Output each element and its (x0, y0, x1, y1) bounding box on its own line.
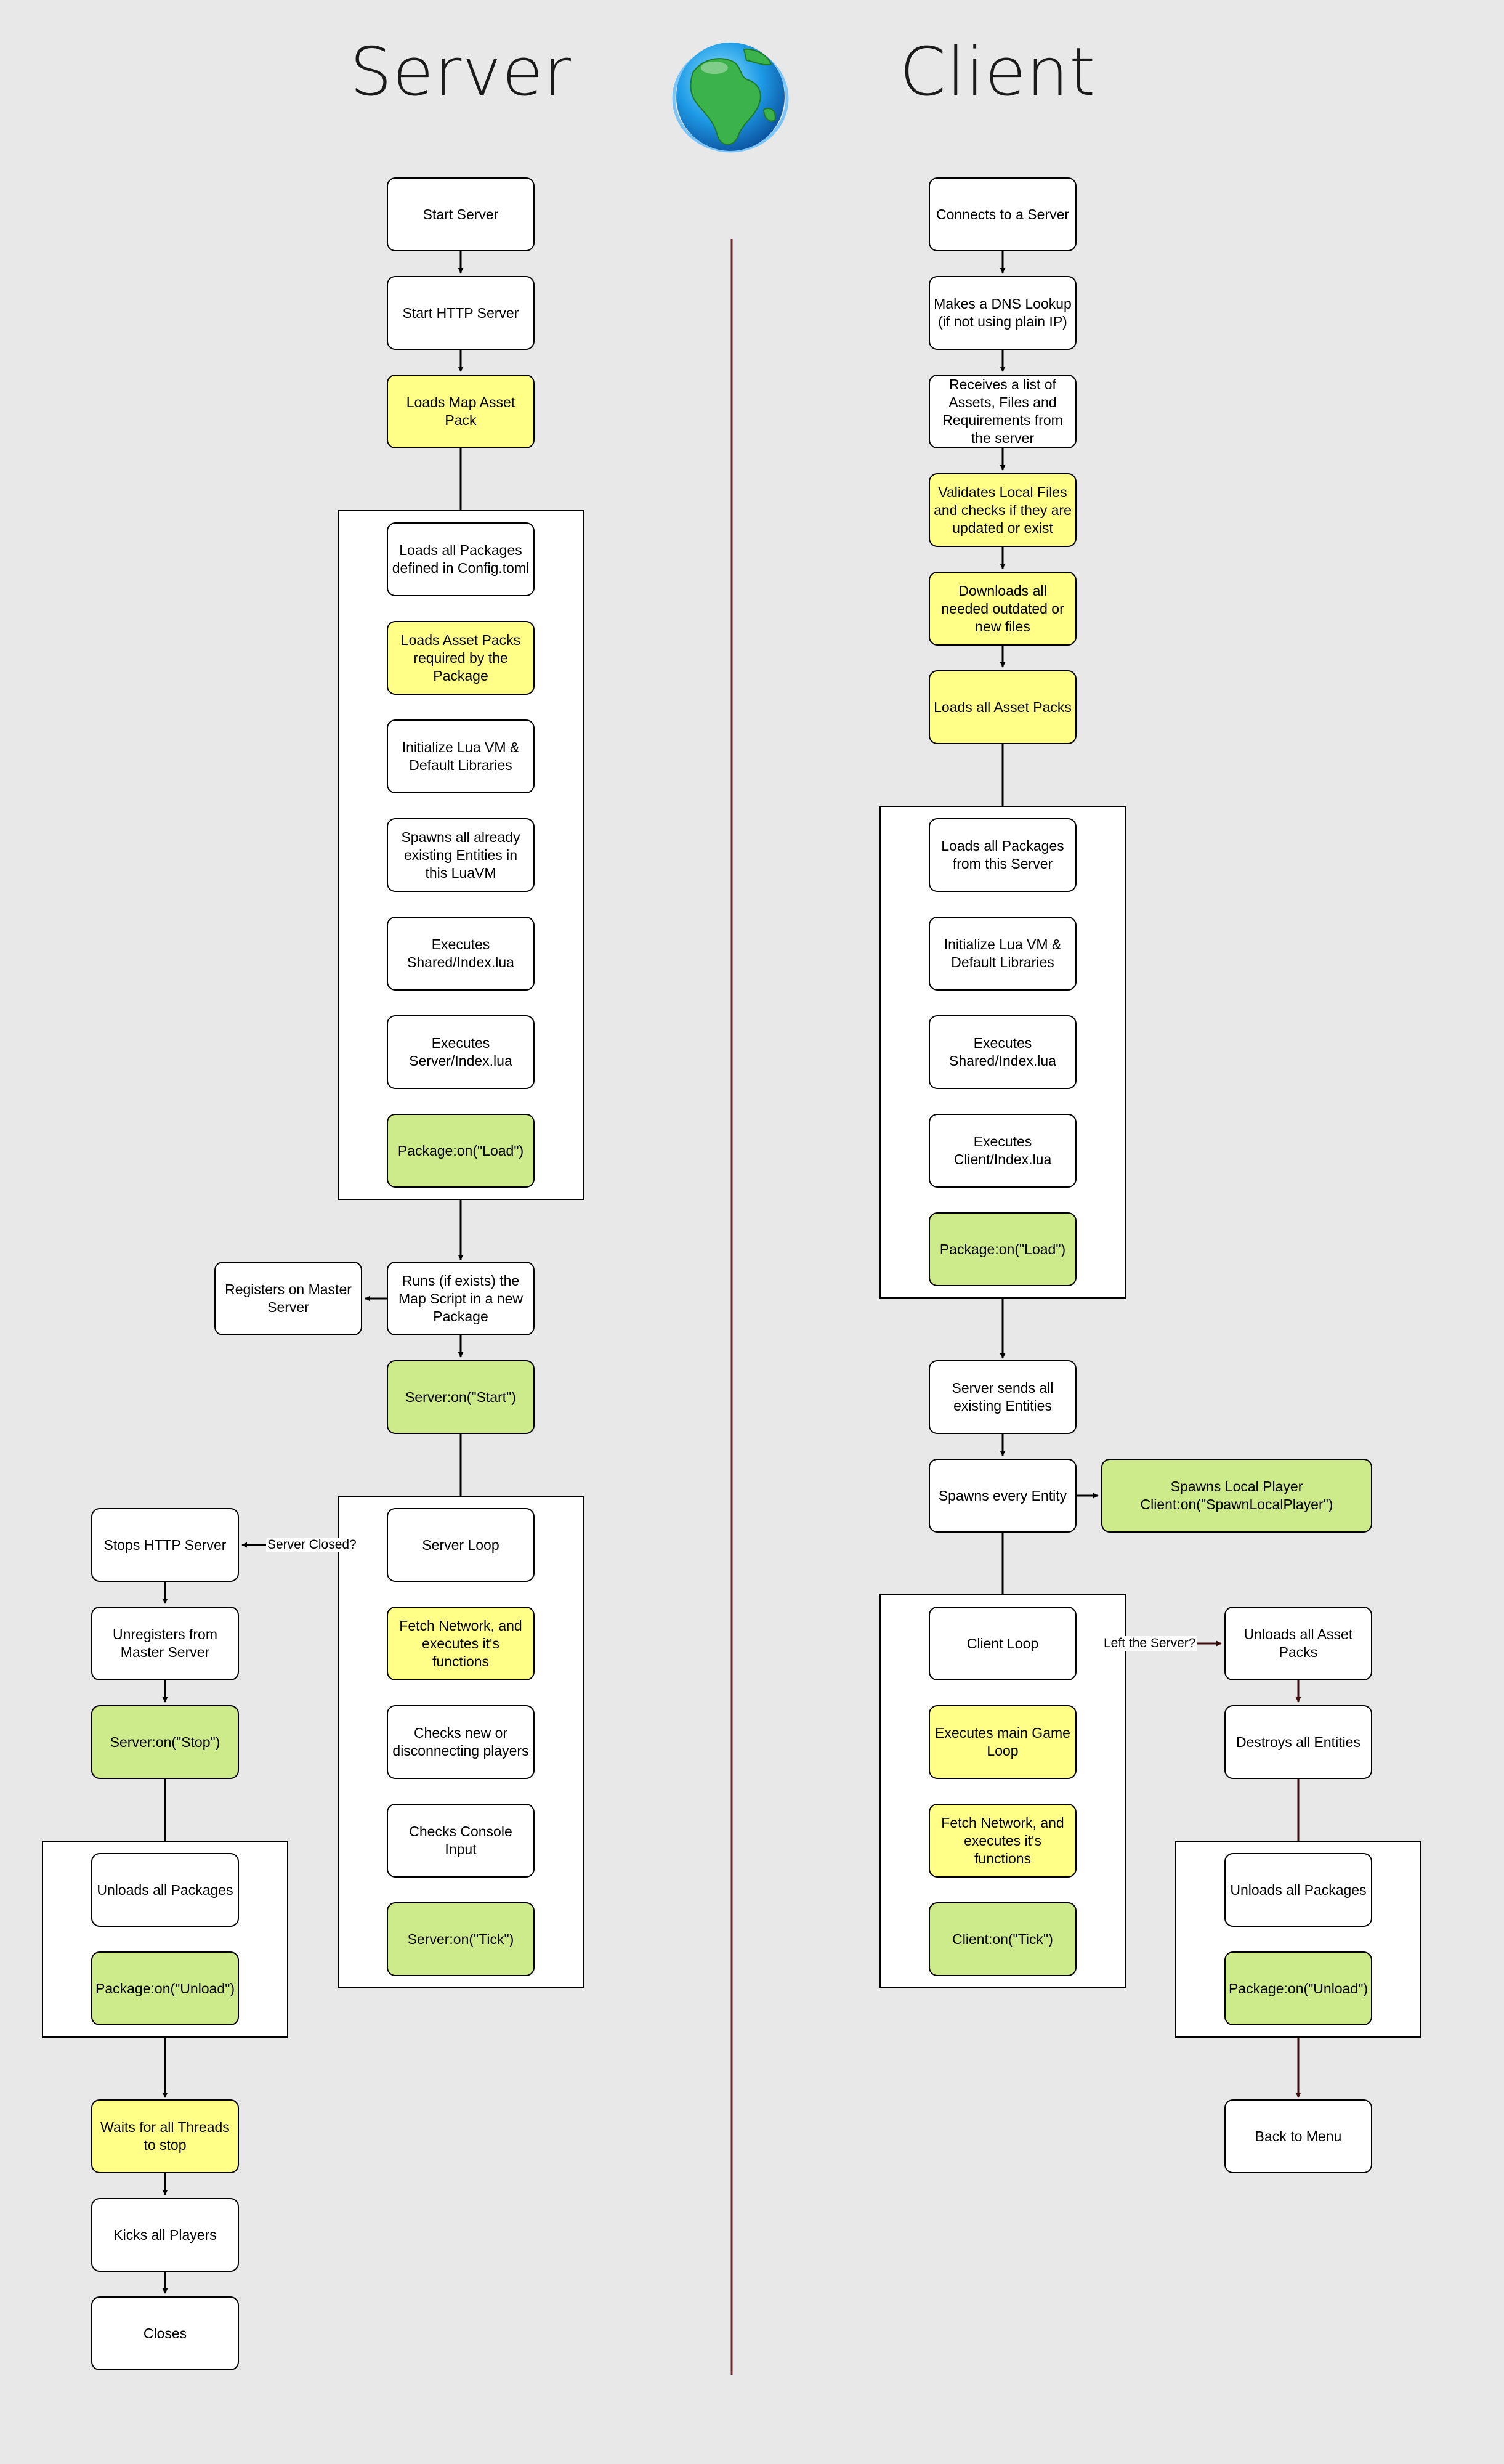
node-waits-for-threads[interactable]: Waits for all Threads to stop (91, 2099, 239, 2173)
node-exec-server-index[interactable]: Executes Server/Index.lua (387, 1015, 535, 1089)
node-closes[interactable]: Closes (91, 2296, 239, 2370)
server-column-title: Server (349, 34, 572, 111)
node-client-package-unload-event[interactable]: Package:on("Unload") (1224, 1951, 1372, 2025)
node-client-package-load-event[interactable]: Package:on("Load") (929, 1212, 1077, 1286)
node-back-to-menu[interactable]: Back to Menu (1224, 2099, 1372, 2173)
node-start-http-server[interactable]: Start HTTP Server (387, 276, 535, 350)
node-client-fetch-network[interactable]: Fetch Network, and executes it's functio… (929, 1804, 1077, 1878)
node-client-tick-event[interactable]: Client:on("Tick") (929, 1902, 1077, 1976)
node-client-loop[interactable]: Client Loop (929, 1607, 1077, 1680)
node-dns-lookup[interactable]: Makes a DNS Lookup (if not using plain I… (929, 276, 1077, 350)
node-server-exec-shared[interactable]: Executes Shared/Index.lua (387, 917, 535, 991)
node-unloads-asset-packs[interactable]: Unloads all Asset Packs (1224, 1607, 1372, 1680)
node-exec-main-game-loop[interactable]: Executes main Game Loop (929, 1705, 1077, 1779)
node-exec-client-index[interactable]: Executes Client/Index.lua (929, 1114, 1077, 1188)
node-server-loop[interactable]: Server Loop (387, 1508, 535, 1582)
node-server-stop-event[interactable]: Server:on("Stop") (91, 1705, 239, 1779)
node-checks-players[interactable]: Checks new or disconnecting players (387, 1705, 535, 1779)
node-server-start-event[interactable]: Server:on("Start") (387, 1360, 535, 1434)
node-registers-master-server[interactable]: Registers on Master Server (214, 1262, 362, 1335)
node-start-server[interactable]: Start Server (387, 177, 535, 251)
node-client-init-lua-vm[interactable]: Initialize Lua VM & Default Libraries (929, 917, 1077, 991)
node-destroys-entities[interactable]: Destroys all Entities (1224, 1705, 1372, 1779)
client-column-title: Client (899, 34, 1096, 111)
node-spawns-existing-entities[interactable]: Spawns all already existing Entities in … (387, 818, 535, 892)
node-server-unloads-packages[interactable]: Unloads all Packages (91, 1853, 239, 1927)
node-connects-to-server[interactable]: Connects to a Server (929, 177, 1077, 251)
node-server-package-load-event[interactable]: Package:on("Load") (387, 1114, 535, 1188)
node-server-tick-event[interactable]: Server:on("Tick") (387, 1902, 535, 1976)
node-receives-asset-list[interactable]: Receives a list of Assets, Files and Req… (929, 375, 1077, 448)
node-server-fetch-network[interactable]: Fetch Network, and executes it's functio… (387, 1607, 535, 1680)
node-runs-map-script[interactable]: Runs (if exists) the Map Script in a new… (387, 1262, 535, 1335)
node-server-loads-packages[interactable]: Loads all Packages defined in Config.tom… (387, 522, 535, 596)
node-downloads-files[interactable]: Downloads all needed outdated or new fil… (929, 572, 1077, 646)
node-stops-http-server[interactable]: Stops HTTP Server (91, 1508, 239, 1582)
node-loads-map-asset-pack[interactable]: Loads Map Asset Pack (387, 375, 535, 448)
node-checks-console-input[interactable]: Checks Console Input (387, 1804, 535, 1878)
node-server-init-lua-vm[interactable]: Initialize Lua VM & Default Libraries (387, 719, 535, 793)
node-client-unloads-packages[interactable]: Unloads all Packages (1224, 1853, 1372, 1927)
node-client-loads-packages[interactable]: Loads all Packages from this Server (929, 818, 1077, 892)
node-server-sends-entities[interactable]: Server sends all existing Entities (929, 1360, 1077, 1434)
node-kicks-all-players[interactable]: Kicks all Players (91, 2198, 239, 2272)
node-validates-local-files[interactable]: Validates Local Files and checks if they… (929, 473, 1077, 547)
edge-label-server-closed: Server Closed? (266, 1538, 358, 1552)
node-unregisters-master-server[interactable]: Unregisters from Master Server (91, 1607, 239, 1680)
node-loads-asset-packs-required[interactable]: Loads Asset Packs required by the Packag… (387, 621, 535, 695)
node-client-loads-asset-packs[interactable]: Loads all Asset Packs (929, 670, 1077, 744)
node-client-exec-shared[interactable]: Executes Shared/Index.lua (929, 1015, 1077, 1089)
node-spawns-every-entity[interactable]: Spawns every Entity (929, 1459, 1077, 1533)
edge-label-left-server: Left the Server? (1102, 1636, 1197, 1651)
node-server-package-unload-event[interactable]: Package:on("Unload") (91, 1951, 239, 2025)
globe-icon (672, 43, 789, 153)
node-spawns-local-player[interactable]: Spawns Local Player Client:on("SpawnLoca… (1101, 1459, 1372, 1533)
